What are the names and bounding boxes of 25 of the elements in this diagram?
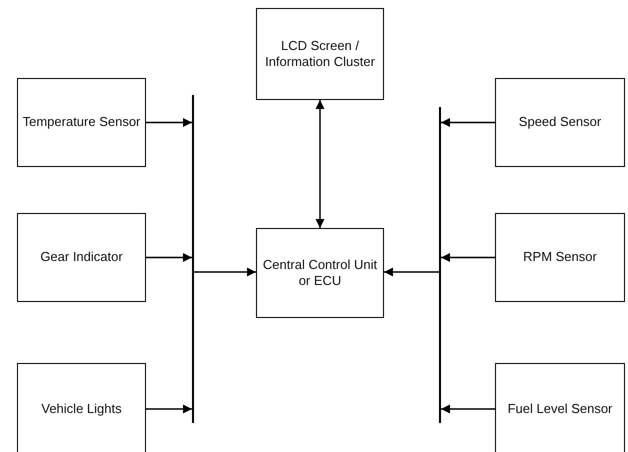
process-box [256,228,384,318]
box-label: LCD Screen / Information Cluster [264,38,376,70]
process-box [17,363,146,452]
arrow [194,268,256,276]
box-label: Fuel Level Sensor [508,400,612,418]
arrow [441,404,495,414]
process-box [17,78,146,167]
box-label: Speed Sensor [518,114,602,131]
process-box [495,78,625,167]
box-label: Gear Indicator [40,249,123,266]
process-box [495,213,625,302]
process-box [256,8,384,100]
arrow [384,268,439,276]
process-box [495,363,625,452]
arrow [441,253,495,262]
process-box [17,213,146,302]
arrow [146,253,192,262]
box-label: RPM Sensor [523,249,597,266]
arrow [146,404,192,414]
box-label: Temperature Sensor [22,114,140,131]
arrow [441,118,495,127]
box-label: Central Control Unit or ECU [262,256,378,290]
arrow [146,118,192,127]
arrow [316,100,324,228]
box-label: Vehicle Lights [41,400,122,418]
